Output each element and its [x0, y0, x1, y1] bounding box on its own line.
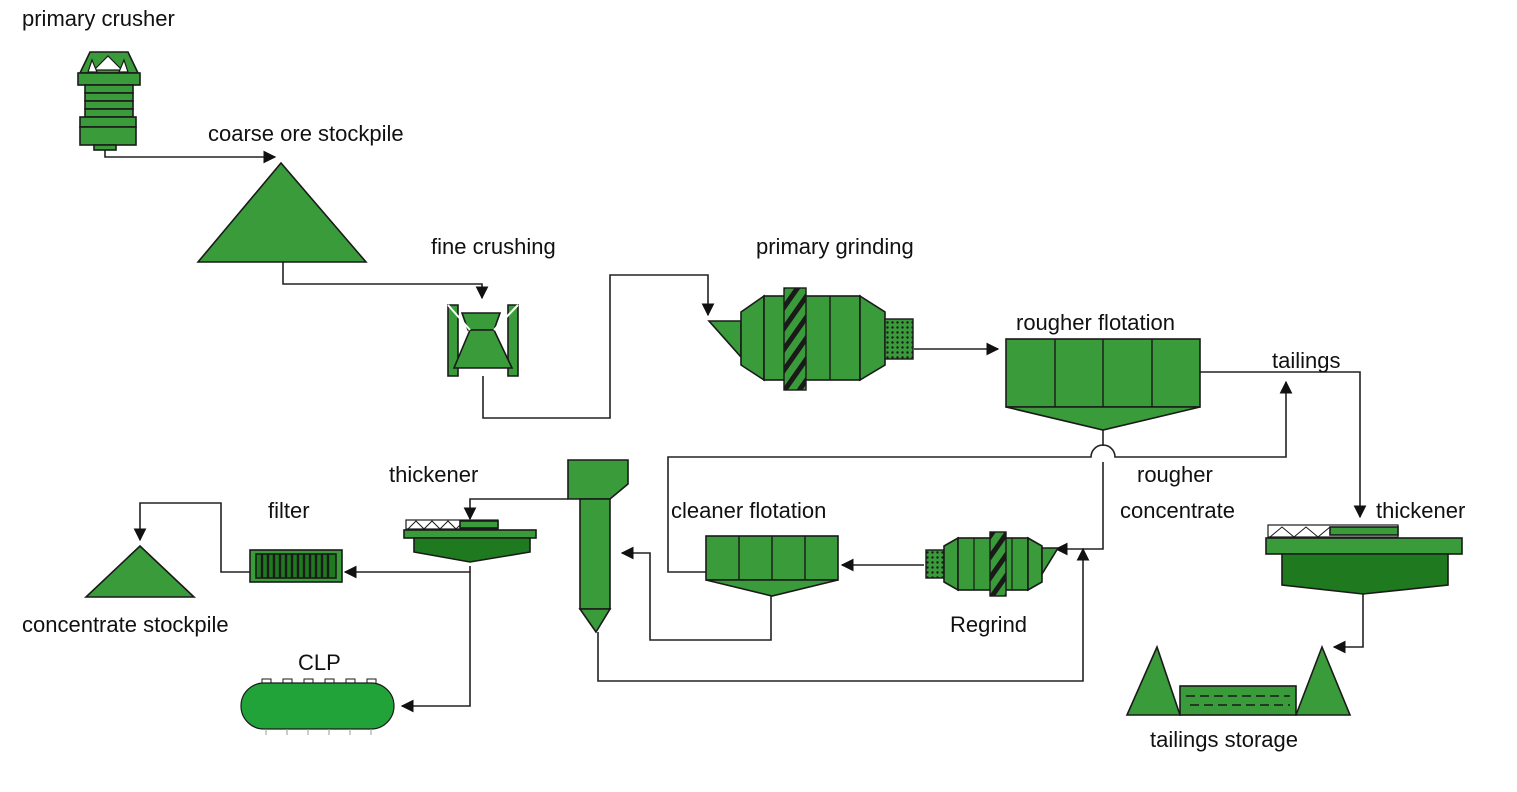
- column-flotation-cell-icon: [567, 459, 629, 634]
- flow-stockpile-to-fine-crushing: [282, 262, 489, 300]
- flow-rougher-concentrate-to-regrind: [1056, 430, 1104, 549]
- flow-fine-crushing-to-grinding: [482, 274, 715, 419]
- label-cleaner-flotation: cleaner flotation: [671, 498, 826, 523]
- label-primary-grinding: primary grinding: [756, 234, 914, 259]
- label-rougher-flotation: rougher flotation: [1016, 310, 1175, 335]
- label-fine-crushing: fine crushing: [431, 234, 556, 259]
- flow-crusher-to-stockpile: [104, 148, 277, 164]
- regrind-mill-icon: [925, 531, 1060, 597]
- thickener-left-icon: [403, 519, 537, 563]
- flow-column-to-thickener: [463, 498, 568, 521]
- primary-crusher-icon: [77, 51, 141, 151]
- flow-thickener-to-tailings-storage: [1332, 594, 1364, 654]
- label-thickener-left: thickener: [389, 462, 478, 487]
- label-clp: CLP: [298, 650, 341, 675]
- flow-thickener-to-filter: [343, 565, 471, 579]
- flow-cleaner-to-column: [620, 546, 772, 641]
- flow-lines: [104, 148, 1367, 713]
- label-primary-crusher: primary crusher: [22, 6, 175, 31]
- flow-filter-to-concentrate-stockpile: [133, 502, 250, 573]
- label-coarse-ore-stockpile: coarse ore stockpile: [208, 121, 404, 146]
- coarse-ore-stockpile-icon: [196, 161, 368, 263]
- flow-rougher-to-thickener: [1200, 371, 1367, 519]
- label-rougher-concentrate-line2: concentrate: [1120, 498, 1235, 523]
- cleaner-flotation-cell-icon: [705, 535, 839, 597]
- label-tailings: tailings: [1272, 348, 1340, 373]
- clp-tank-icon: [240, 678, 395, 735]
- flow-cleaner-tailings-to-tailings: [667, 380, 1293, 573]
- flow-column-to-regrind: [597, 547, 1090, 682]
- fine-crushing-icon: [447, 304, 519, 377]
- label-filter: filter: [268, 498, 310, 523]
- label-thickener-right: thickener: [1376, 498, 1465, 523]
- flow-thickener-to-clp: [400, 572, 471, 713]
- concentrate-stockpile-icon: [83, 544, 197, 598]
- primary-grinding-mill-icon: [707, 287, 914, 391]
- label-rougher-concentrate-line1: rougher: [1137, 462, 1213, 487]
- label-tailings-storage: tailings storage: [1150, 727, 1298, 752]
- thickener-right-icon: [1265, 524, 1463, 595]
- label-concentrate-stockpile: concentrate stockpile: [22, 612, 229, 637]
- tailings-storage-icon: [1125, 644, 1352, 716]
- label-regrind: Regrind: [950, 612, 1027, 637]
- filter-icon: [249, 549, 343, 583]
- rougher-flotation-cell-icon: [1005, 338, 1201, 431]
